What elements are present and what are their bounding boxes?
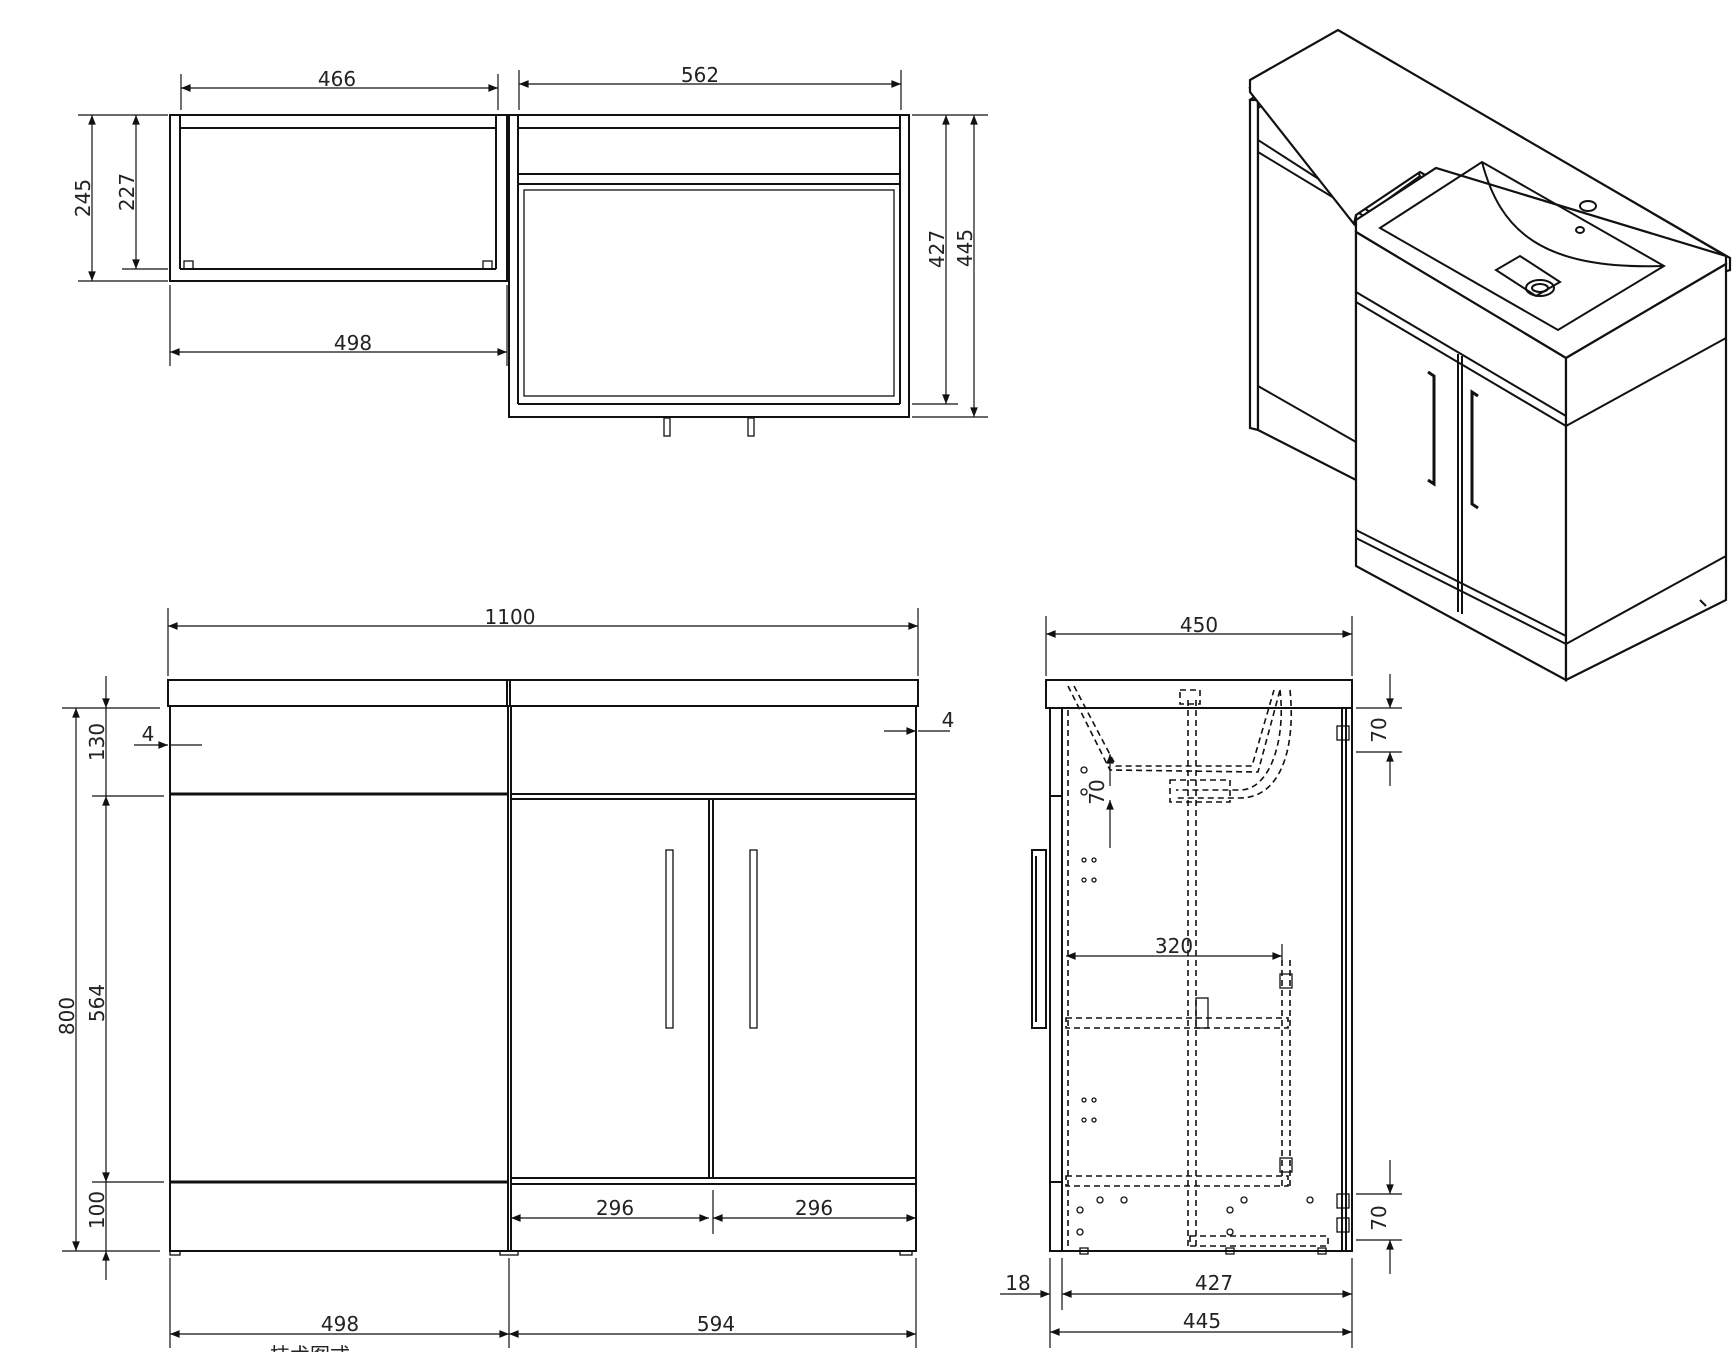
dim-side-70-inner: 70 xyxy=(1085,779,1109,804)
dim-front-100: 100 xyxy=(85,1191,109,1229)
dim-top-466: 466 xyxy=(318,67,356,91)
dim-top-227: 227 xyxy=(115,173,139,211)
dim-front-498: 498 xyxy=(321,1312,359,1336)
footer-text: 技术图式 xyxy=(270,1343,350,1352)
dim-side-320: 320 xyxy=(1155,934,1193,958)
front-view xyxy=(167,679,919,1256)
dim-top-427: 427 xyxy=(925,230,949,268)
dim-side-18: 18 xyxy=(1005,1271,1030,1295)
dim-front-594: 594 xyxy=(697,1312,735,1336)
dim-side-427: 427 xyxy=(1195,1271,1233,1295)
dim-top-498: 498 xyxy=(334,331,372,355)
dim-front-1100: 1100 xyxy=(485,605,536,629)
dim-top-445: 445 xyxy=(953,229,977,267)
top-view-left-cabinet xyxy=(169,114,508,282)
top-view-dims: 466 562 245 227 498 427 445 xyxy=(71,63,988,418)
dim-front-296-right: 296 xyxy=(795,1196,833,1220)
dim-side-70-top: 70 xyxy=(1367,717,1391,742)
dim-front-296-left: 296 xyxy=(596,1196,634,1220)
side-view-dims: 450 320 70 70 70 18 427 445 xyxy=(1000,613,1402,1348)
dim-top-245: 245 xyxy=(71,179,95,217)
dim-front-inset-right: 4 xyxy=(942,708,955,732)
front-view-dims: 1100 800 130 564 100 4 4 296 296 498 594 xyxy=(55,605,954,1348)
dim-front-130: 130 xyxy=(85,723,109,761)
top-view: 466 562 245 227 498 427 445 xyxy=(71,63,988,437)
dim-side-450: 450 xyxy=(1180,613,1218,637)
isometric-view xyxy=(1248,28,1732,682)
dim-front-564: 564 xyxy=(85,984,109,1022)
dim-side-445: 445 xyxy=(1183,1309,1221,1333)
dim-front-800: 800 xyxy=(55,997,79,1035)
dim-top-562: 562 xyxy=(681,63,719,87)
dim-side-70-bottom: 70 xyxy=(1367,1205,1391,1230)
dim-front-inset-left: 4 xyxy=(142,722,155,746)
side-view xyxy=(1031,679,1353,1255)
top-view-right-cabinet xyxy=(508,114,910,437)
